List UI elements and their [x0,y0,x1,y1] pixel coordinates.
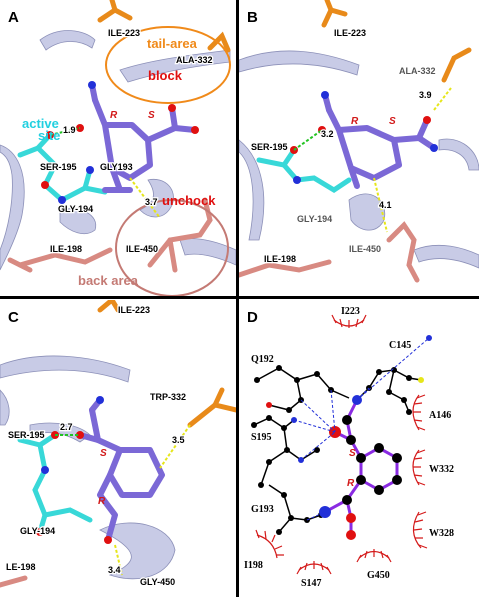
panel-b-dist-3: 4.1 [379,200,392,210]
panel-b-res-ile223: ILE-223 [334,28,366,38]
panel-d-arc-a146 [412,394,426,431]
panel-d-res-g193: G193 [251,504,274,515]
panel-a-res-ala332: ALA-332 [176,55,213,65]
panel-d-residue-atoms [251,335,432,535]
panel-c-dist-2: 3.5 [172,435,185,445]
panel-d-residue-bonds [253,367,422,533]
panel-b-dist-2: 3.9 [419,90,432,100]
panel-a-dist-1: 1.9 [63,125,76,135]
panel-a-back-area-ellipse [115,199,229,296]
panel-a-ann-block: block [148,68,183,83]
panel-d-arc-w332 [412,449,426,486]
panel-d-res-c145: C145 [389,340,411,351]
panel-a-res-gly193: GLY193 [100,162,133,172]
panel-c-res-ser195: SER-195 [8,430,45,440]
panel-a-ann-unchock: unchock [162,193,216,208]
panel-d-res-a146: A146 [429,410,451,421]
panel-c-res-gly194: GLY-194 [20,526,55,536]
panel-a-ann-active: active [22,116,59,131]
panel-c-dist-1: 2.7 [60,422,73,432]
panel-b-res-ser195: SER-195 [251,142,288,152]
panel-a-res-ile198: ILE-198 [50,244,82,254]
panel-a-dist-2: 3.7 [145,197,158,207]
panel-d-arc-w328 [412,511,428,549]
panel-b-res-gly194: GLY-194 [297,214,332,224]
panel-a: A ILE-223 ALA-332 tail-area block active… [0,0,236,296]
panel-b-ribbons [239,50,479,269]
panel-d-hydrophobic-arcs [255,314,428,575]
panel-a-res-ile223: ILE-223 [108,28,140,38]
panel-b-hbonds [293,87,452,233]
panel-d-label: D [247,309,258,326]
panel-a-ribbons [0,30,236,271]
panel-c-salmon-sticks [0,575,28,588]
panel-b-salmon-sticks [239,221,420,283]
panel-a-ribbon-4 [139,178,174,218]
panel-c-res-le198: LE-198 [6,562,36,572]
panel-d-res-s147: S147 [301,578,322,589]
panel-d-res-i198: I198 [244,560,263,571]
panel-b-orange-sticks [321,0,472,83]
panel-c-label: C [8,309,19,326]
panel-c-dist-3: 3.4 [108,565,121,575]
panel-a-ann-tail-area: tail-area [147,36,198,51]
panel-c-orange-sticks [97,300,236,428]
panel-d-background [239,300,479,597]
panel-d-res-i223: I223 [341,306,360,317]
panel-a-res-gly194: GLY-194 [58,204,93,214]
panel-a-res-ile450: ILE-450 [126,244,158,254]
panel-d: D I223 C145 Q192 A146 S195 S W332 R G193… [239,300,479,597]
panel-d-chir-r: R [347,478,355,489]
panel-divider-horizontal [0,296,479,299]
panel-c-chir-r: R [98,496,106,507]
panel-a-label: A [8,9,19,26]
panel-b-chir-s: S [389,116,396,127]
panel-b-chir-r: R [351,116,359,127]
panel-b-label: B [247,9,258,26]
panel-b-dist-1: 3.2 [321,129,334,139]
panel-c-hbonds [55,424,191,576]
panel-a-ribbon-6 [59,208,97,235]
panel-c-chir-s: S [100,448,107,459]
panel-d-arc-i198 [255,529,284,559]
panel-c-res-gly450: GLY-450 [140,577,175,587]
panel-a-hbonds [49,127,161,219]
panel-c-res-ile223: ILE-223 [118,305,150,315]
panel-a-ann-back-area: back area [78,273,139,288]
panel-c-res-trp332: TRP-332 [150,392,186,402]
panel-b-res-ala332: ALA-332 [399,66,436,76]
panel-a-chir-s: S [148,110,155,121]
panel-d-hbonds [293,337,430,521]
panel-c-atoms [36,396,112,544]
panel-a-ann-site: site [38,128,60,143]
panel-a-ligand-atoms [76,81,199,134]
panel-a-ile223-sticks [97,0,231,53]
panel-a-tail-area-ellipse [105,26,231,104]
panel-a-ribbon-5 [179,238,236,266]
panel-d-chir-s: S [349,448,356,459]
panel-a-ile-sticks [7,197,213,273]
panel-d-arc-i223 [331,314,367,328]
panel-b: B ILE-223 ALA-332 3.9 3.2 R S SER-195 GL… [239,0,479,296]
panel-c-ribbons [0,355,176,580]
panel-b-res-ile198: ILE-198 [264,254,296,264]
panel-d-res-g450: G450 [367,570,390,581]
panel-a-res-ser195: SER-195 [40,162,77,172]
panel-b-res-ile450: ILE-450 [349,244,381,254]
panel-c: C ILE-223 TRP-332 2.7 SER-195 S 3.5 R GL… [0,300,236,597]
panel-d-res-w328: W328 [429,528,454,539]
panel-d-res-s195: S195 [251,432,272,443]
panel-a-ribbon-3 [0,144,25,271]
panel-d-arc-s147 [296,561,332,575]
panel-a-ribbon-1 [39,30,96,51]
panel-d-arc-g450 [356,549,392,563]
panel-d-res-w332: W332 [429,464,454,475]
panel-d-res-q192: Q192 [251,354,274,365]
panel-a-chir-r: R [110,110,118,121]
